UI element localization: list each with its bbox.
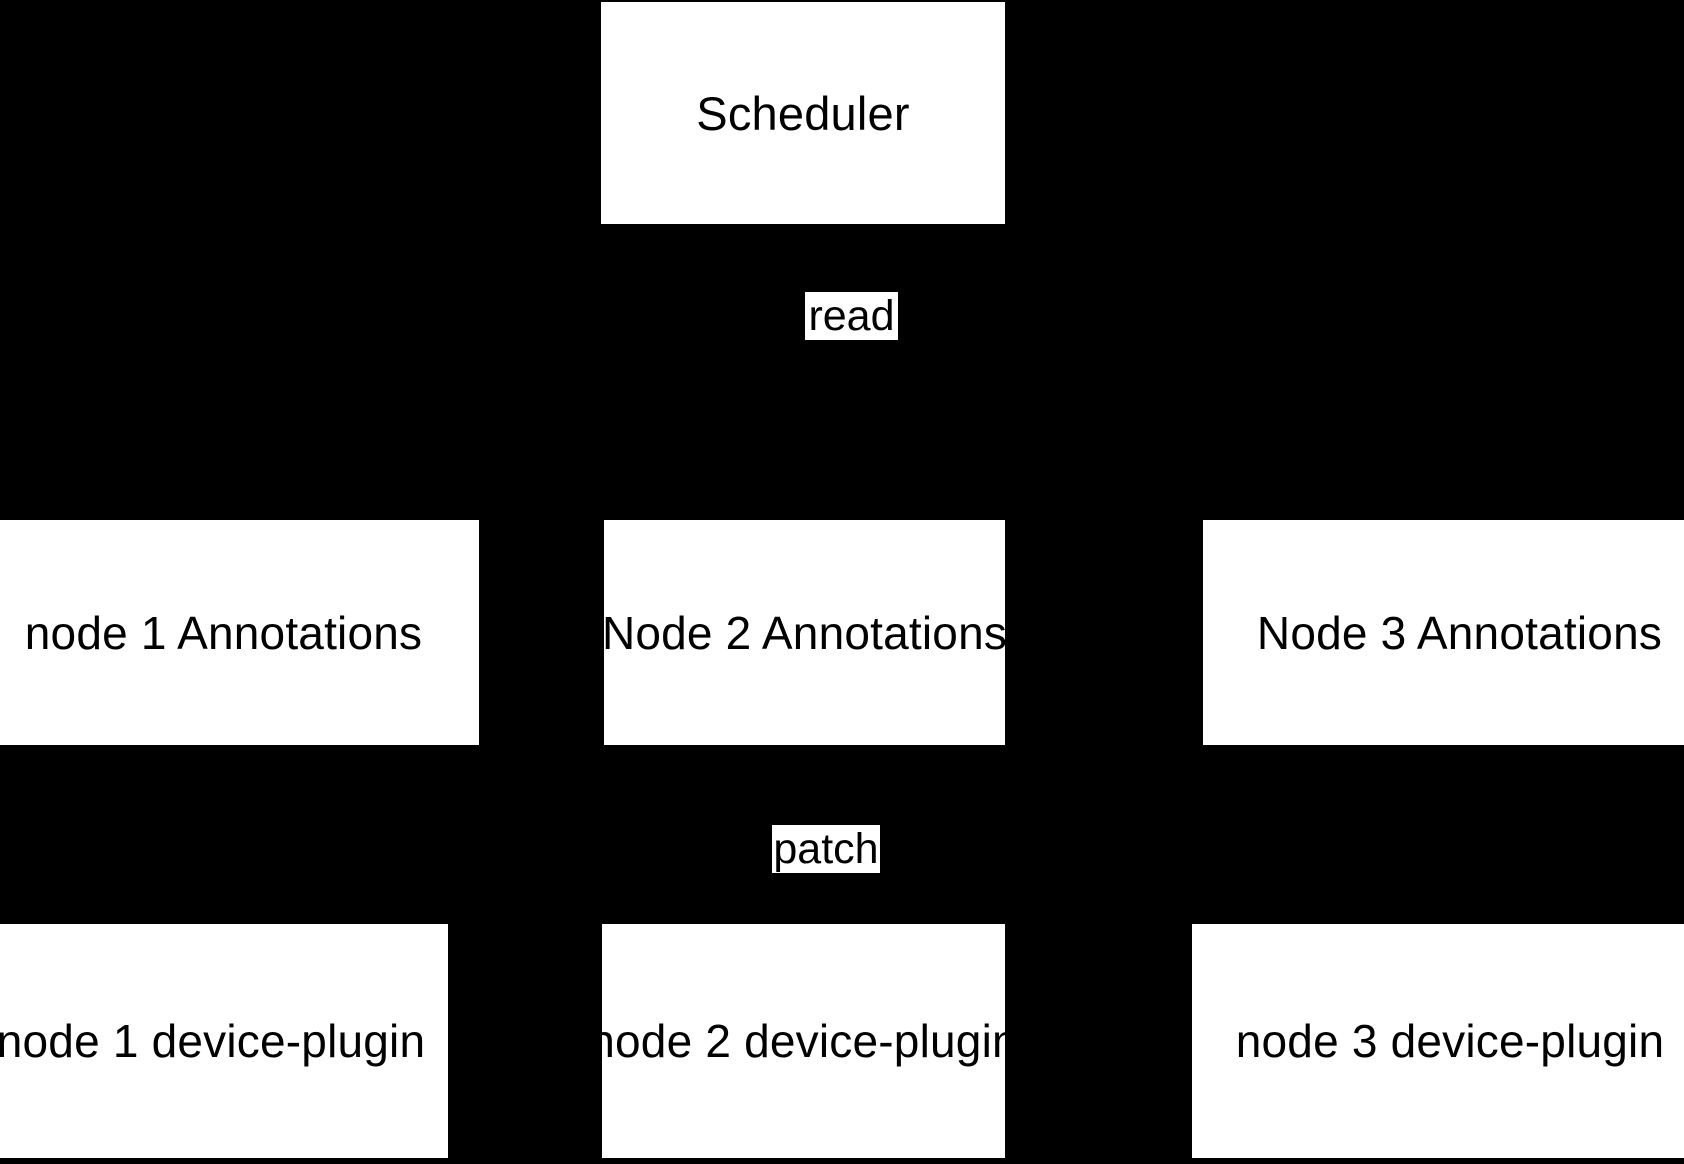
node-device-plugin-2[interactable]: node 2 device-plugin: [602, 924, 1005, 1158]
node-annotations-2-label: Node 2 Annotations: [604, 606, 1005, 659]
edge-label-read: read: [805, 292, 898, 340]
node-annotations-3[interactable]: Node 3 Annotations: [1203, 520, 1684, 745]
node-annotations-2[interactable]: Node 2 Annotations: [604, 520, 1005, 745]
edge-label-read-text: read: [808, 292, 895, 340]
node-scheduler[interactable]: Scheduler: [601, 2, 1005, 224]
node-device-plugin-3-label: node 3 device-plugin: [1235, 1015, 1665, 1067]
node-annotations-3-label: Node 3 Annotations: [1256, 606, 1663, 659]
node-scheduler-label: Scheduler: [696, 86, 910, 140]
node-device-plugin-2-label: node 2 device-plugin: [602, 1015, 1005, 1067]
node-device-plugin-1[interactable]: node 1 device-plugin: [0, 924, 448, 1158]
edge-label-patch-text: patch: [773, 825, 879, 873]
node-device-plugin-3[interactable]: node 3 device-plugin: [1192, 924, 1684, 1158]
node-annotations-1-label: node 1 Annotations: [24, 606, 423, 659]
node-annotations-1[interactable]: node 1 Annotations: [0, 520, 479, 745]
edge-label-patch: patch: [772, 825, 880, 873]
node-device-plugin-1-label: node 1 device-plugin: [0, 1015, 426, 1067]
